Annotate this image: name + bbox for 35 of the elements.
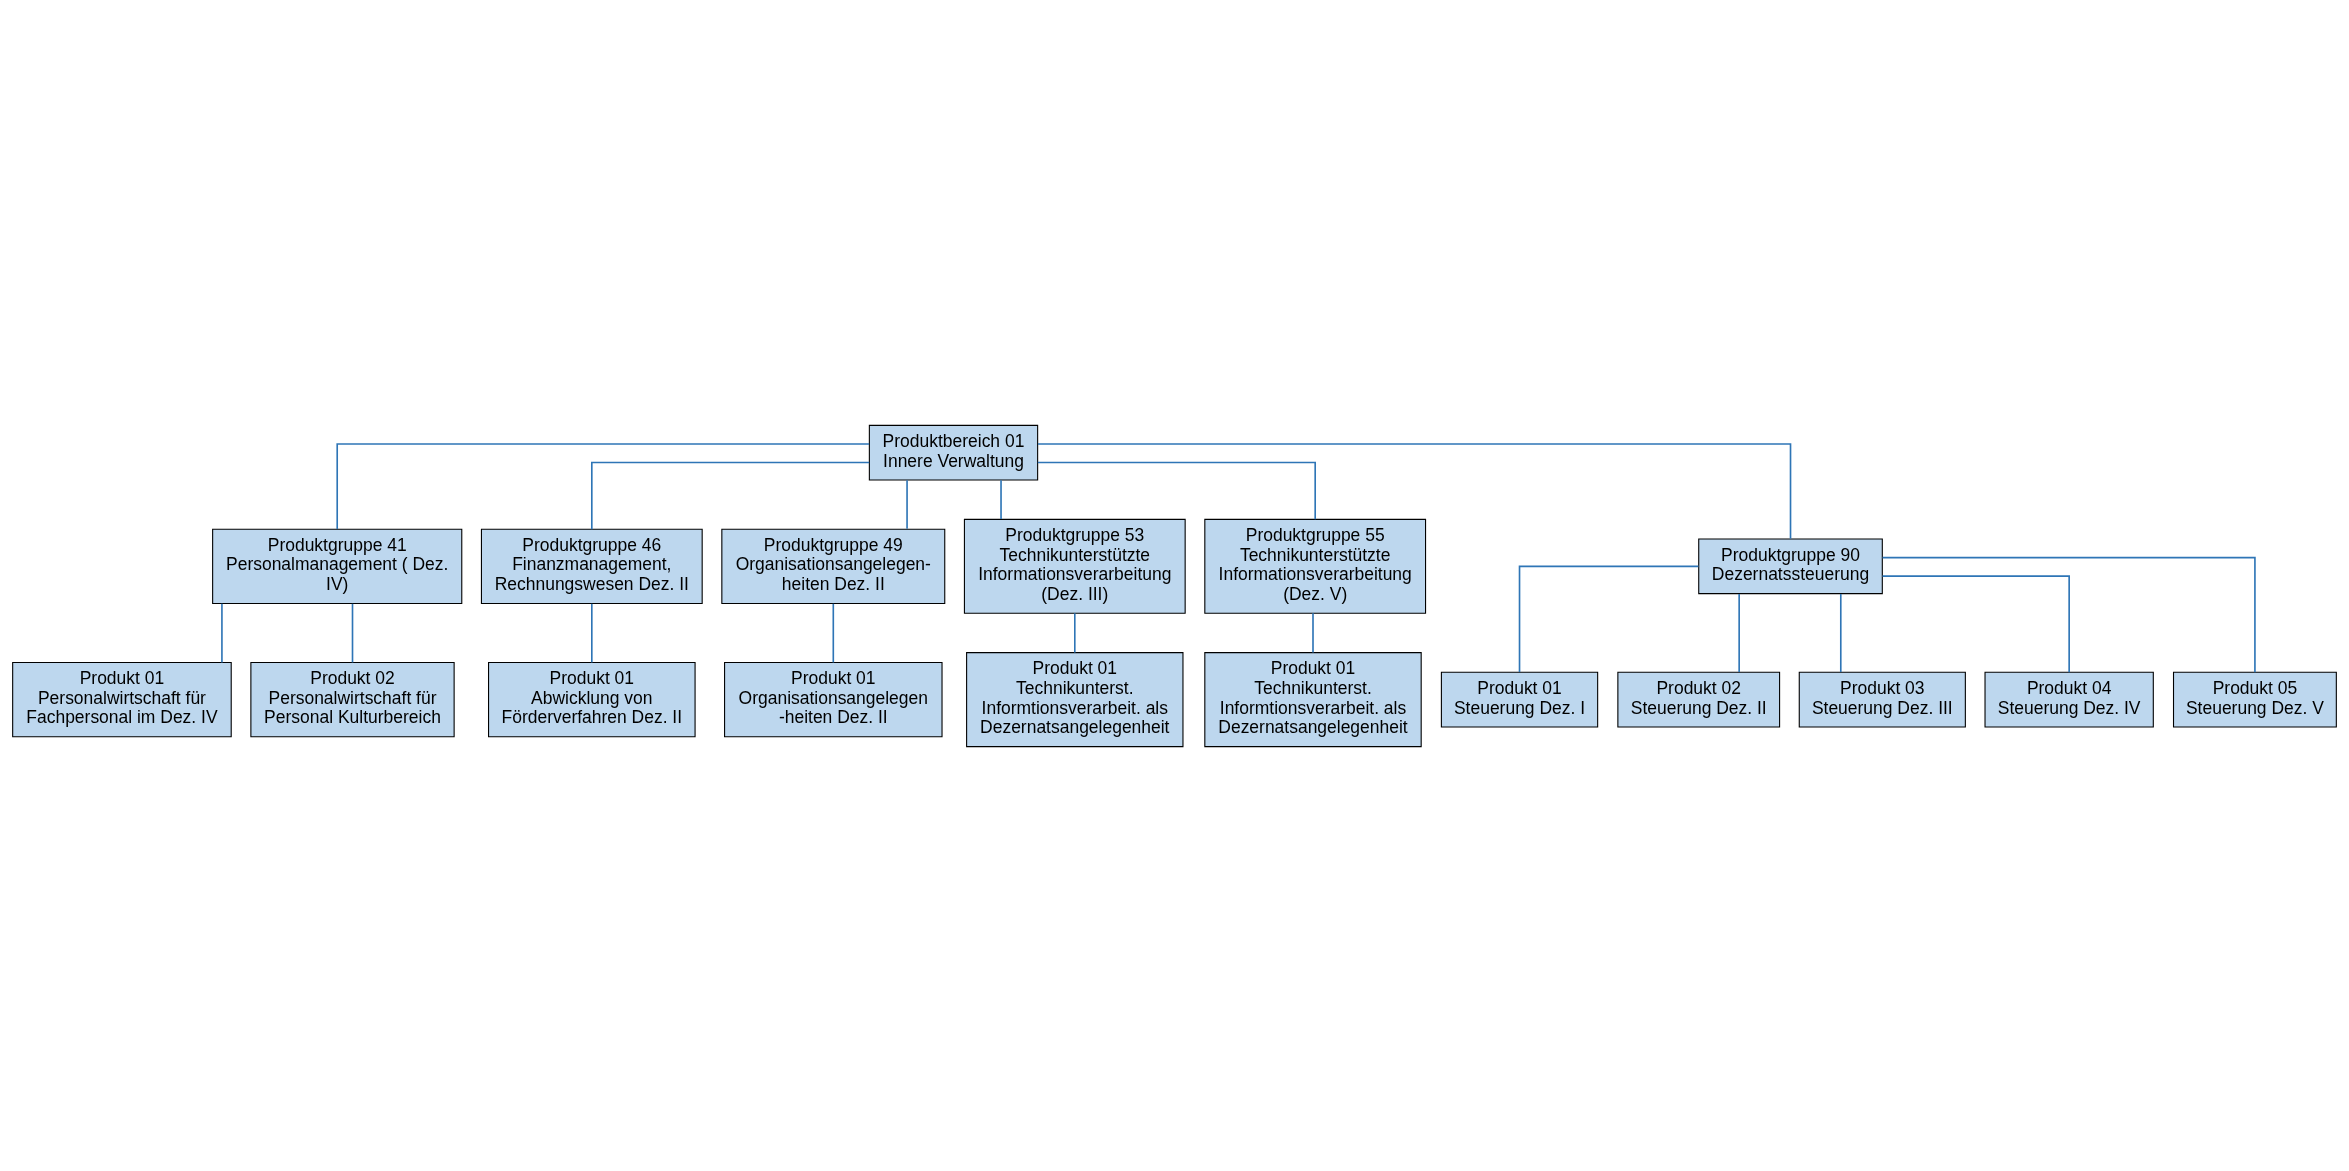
- connector: [1037, 442, 1792, 540]
- node-box: Produkt 05 Steuerung Dez. V: [2172, 671, 2337, 727]
- node-box: Produktgruppe 90 Dezernatssteuerung: [1698, 537, 1883, 594]
- node-box: Produkt 01 Personalwirtschaft für Fachpersonal im Dez. IV: [12, 661, 232, 737]
- connector: [1518, 565, 1700, 673]
- connector: [1738, 592, 1740, 673]
- connector: [906, 478, 908, 530]
- connector: [1881, 556, 2256, 673]
- connector: [1839, 592, 1842, 673]
- node-box: Produkt 01 Organisationsangelegen -heiten Dez. II: [724, 661, 943, 737]
- node-box: Produkt 02 Steuerung Dez. II: [1617, 671, 1781, 727]
- node-box: Produktgruppe 55 Technikunterstützte Informationsverarbeitung (Dez. V): [1204, 518, 1427, 614]
- connector: [1073, 612, 1076, 653]
- connector: [1000, 478, 1002, 520]
- node-box: Produkt 01 Technikunterst. Informtionsverarbeit. als Dezernatsangelegenheit: [966, 651, 1184, 747]
- node-box: Produkt 04 Steuerung Dez. IV: [1984, 671, 2154, 727]
- connector: [832, 602, 835, 663]
- connector: [1881, 574, 2070, 673]
- connector: [591, 602, 593, 663]
- node-box: Produkt 02 Personalwirtschaft für Personal Kulturbereich: [250, 661, 455, 737]
- connector: [336, 442, 870, 530]
- node-box: Produkt 03 Steuerung Dez. III: [1798, 671, 1966, 727]
- connector: [221, 602, 223, 663]
- node-box: Produkt 01 Technikunterst. Informtionsverarbeit. als Dezernatsangelegenheit: [1204, 651, 1422, 747]
- node-box: Produkt 01 Steuerung Dez. I: [1440, 671, 1599, 727]
- node-box: Produktgruppe 46 Finanzmanagement, Rechnungswesen Dez. II: [480, 528, 703, 604]
- node-box: Produktgruppe 41 Personalmanagement ( Dez. IV): [212, 528, 463, 604]
- node-box: Produktgruppe 49 Organisationsangelegen- heiten Dez. II: [721, 528, 946, 604]
- connector: [1312, 612, 1314, 653]
- connector: [591, 461, 870, 530]
- node-box: Produkt 01 Abwicklung von Förderverfahren Dez. II: [488, 661, 696, 737]
- connector: [351, 602, 354, 663]
- connector: [1037, 461, 1316, 520]
- node-box: Produktbereich 01 Innere Verwaltung: [868, 424, 1039, 481]
- node-box: Produktgruppe 53 Technikunterstützte Informationsverarbeitung (Dez. III): [963, 518, 1186, 614]
